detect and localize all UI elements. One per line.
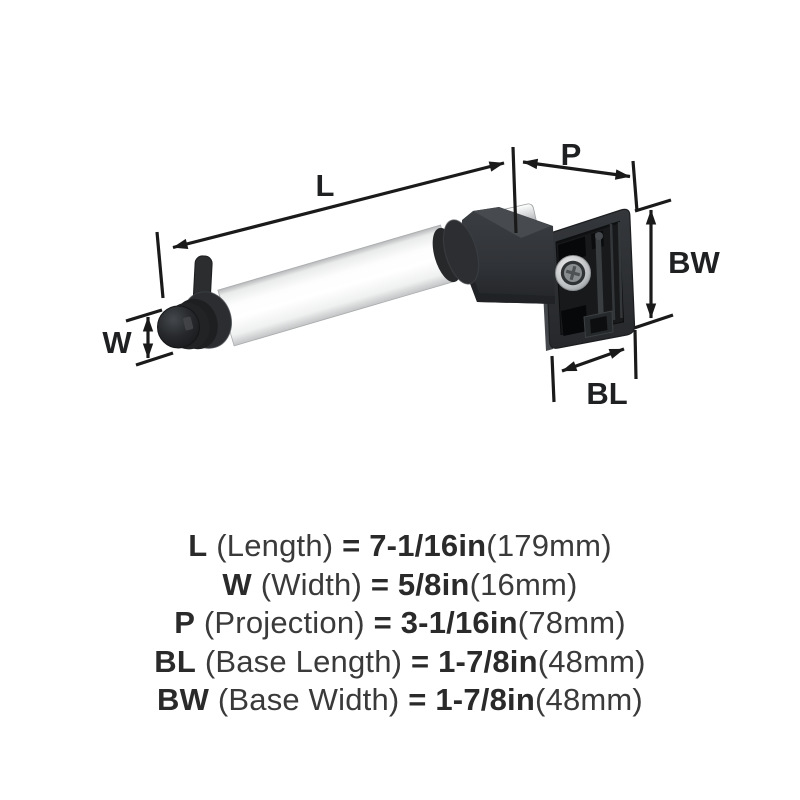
spec-label: BL (154, 643, 197, 679)
spec-name: (Base Length) (196, 643, 411, 679)
spec-label: BW (157, 682, 210, 718)
dimension-bw (633, 198, 674, 330)
l-extension-tick (155, 231, 165, 299)
bw-extension-tick-bottom (633, 313, 674, 330)
spec-metric: (179mm) (486, 528, 612, 563)
product-dimension-diagram: L P BW BL W (102, 137, 720, 411)
spec-label: W (222, 566, 252, 602)
roller-tube (217, 224, 458, 347)
w-extension-tick-top (125, 308, 163, 323)
dim-label-p: P (561, 137, 582, 172)
spec-value: = 3-1/16in (373, 605, 518, 641)
spec-value: = 7-1/16in (342, 528, 487, 563)
dimension-l (155, 161, 505, 299)
p-dimension-arrow (522, 158, 631, 180)
dim-label-w: W (102, 325, 132, 360)
spec-line-projection: P (Projection) = 3-1/16in(78mm) (0, 604, 800, 643)
w-extension-tick-bottom (135, 351, 174, 367)
dimension-annotations (125, 146, 674, 403)
dim-label-bw: BW (668, 245, 720, 280)
spec-metric: (78mm) (517, 605, 626, 641)
mounting-screw (555, 255, 591, 291)
dimension-bl (550, 329, 638, 403)
bl-extension-tick-right (633, 329, 638, 380)
spec-label: L (188, 528, 208, 563)
spec-line-base-width: BW (Base Width) = 1-7/8in(48mm) (0, 681, 800, 720)
spec-name: (Length) (207, 528, 343, 563)
dimension-spec-list: L (Length) = 7-1/16in(179mm) W (Width) =… (0, 527, 800, 720)
spec-label: P (174, 605, 196, 641)
spec-line-base-length: BL (Base Length) = 1-7/8in(48mm) (0, 643, 800, 682)
spec-line-length: L (Length) = 7-1/16in(179mm) (0, 527, 800, 566)
p-extension-tick-right (631, 160, 639, 212)
spec-metric: (16mm) (469, 566, 578, 602)
product-render (157, 203, 636, 351)
dimension-w (125, 308, 174, 367)
spec-value: = 1-7/8in (410, 643, 538, 679)
spec-metric: (48mm) (534, 682, 643, 718)
end-cap (157, 291, 232, 350)
spec-value: = 5/8in (370, 566, 470, 602)
spec-value: = 1-7/8in (408, 682, 535, 718)
bw-extension-tick-top (634, 198, 672, 213)
bl-extension-tick-left (550, 355, 556, 403)
bl-dimension-arrow (561, 347, 625, 373)
spec-name: (Width) (251, 566, 371, 602)
spec-name: (Base Width) (209, 682, 409, 718)
spec-name: (Projection) (195, 605, 374, 641)
dim-label-bl: BL (586, 376, 627, 411)
spec-metric: (48mm) (537, 643, 646, 679)
l-dimension-arrow (172, 161, 505, 250)
dim-label-l: L (316, 168, 335, 203)
dimension-p (511, 146, 639, 234)
p-extension-tick-left (511, 146, 518, 234)
spec-line-width: W (Width) = 5/8in(16mm) (0, 566, 800, 605)
